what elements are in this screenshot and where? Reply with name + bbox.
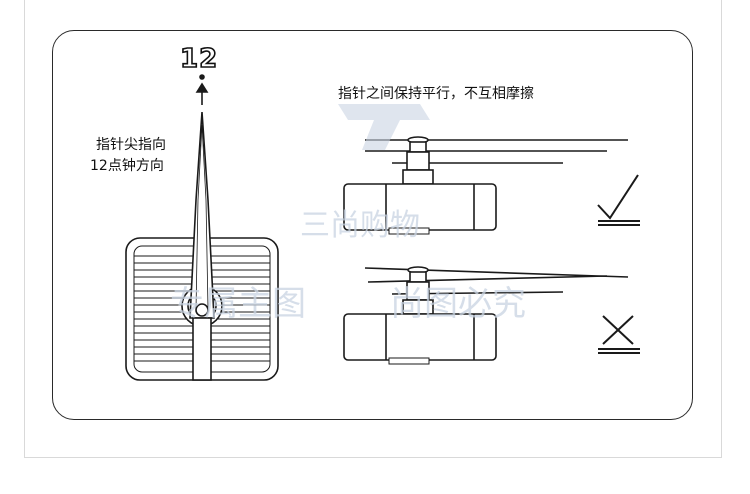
watermark-logo	[338, 104, 430, 150]
movement-side-correct	[343, 136, 628, 235]
watermark-lower-left: 专属主图	[170, 284, 306, 324]
watermark-lower-right: 尚图必究	[390, 284, 526, 324]
cross-mark-icon	[598, 315, 640, 354]
pointer-note-line1: 指针尖指向	[96, 137, 166, 153]
up-arrow	[195, 74, 209, 105]
outer-frame	[24, 0, 722, 458]
twelve-label: 12	[179, 43, 219, 75]
check-mark-icon	[597, 174, 640, 226]
hour-hand	[181, 111, 223, 381]
watermark-upper: 三尚购物	[300, 208, 420, 243]
parallel-note: 指针之间保持平行，不互相摩擦	[338, 86, 534, 102]
movement-side-incorrect	[343, 266, 629, 365]
pointer-note-line2: 12点钟方向	[90, 158, 164, 174]
